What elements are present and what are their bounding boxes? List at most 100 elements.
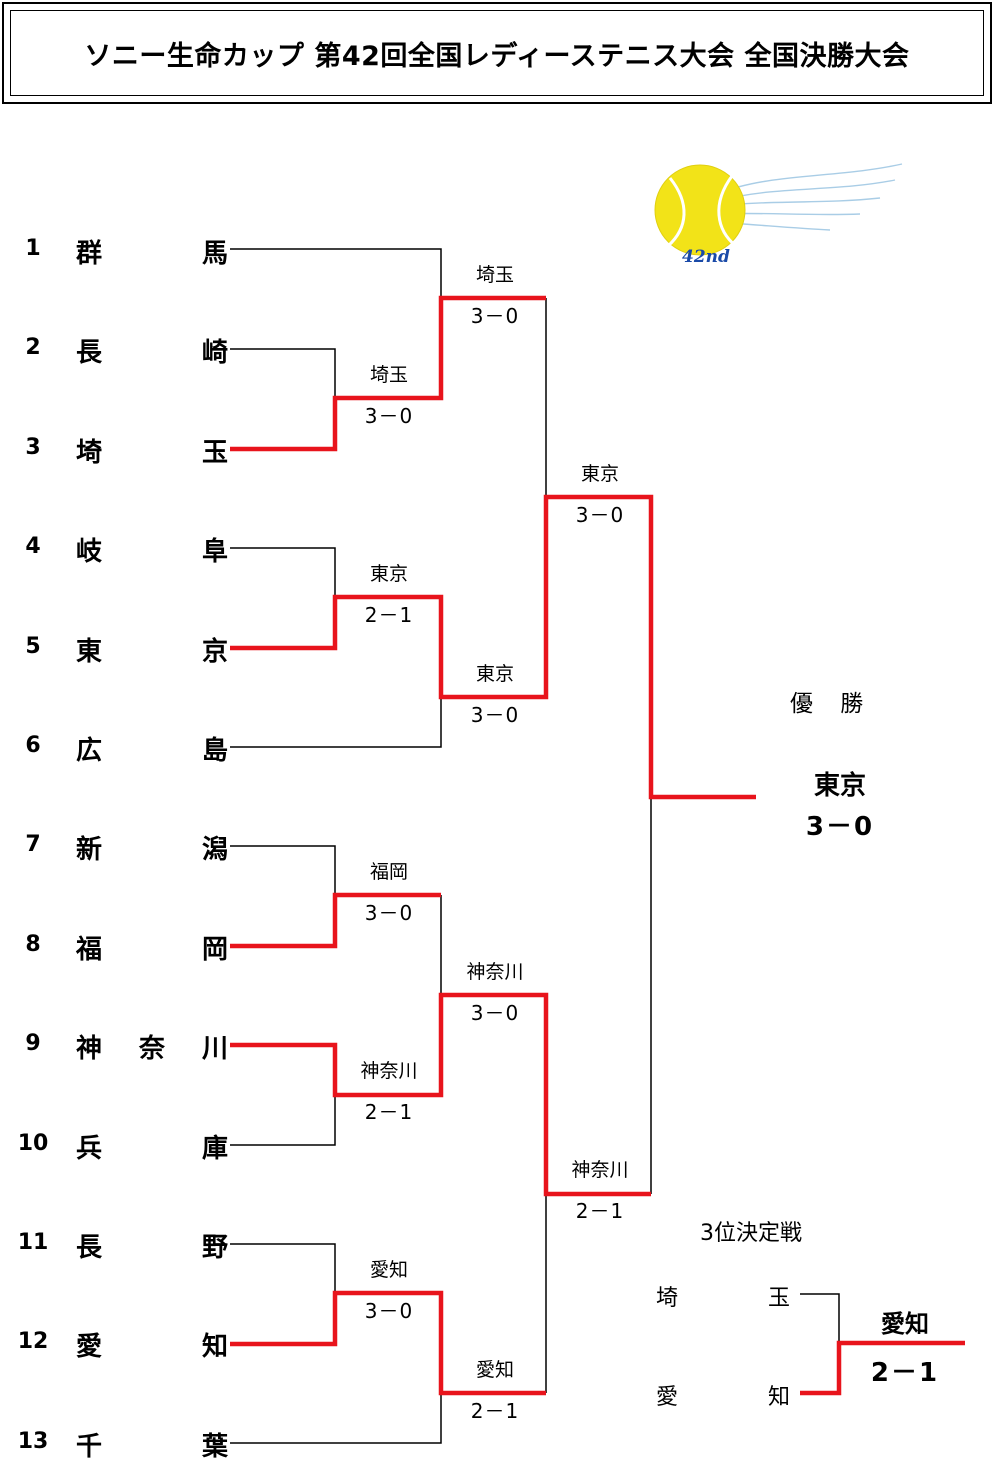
match-winner-label: 東京 — [580, 463, 619, 485]
team-number: 8 — [25, 931, 41, 957]
team-name-char: 東 — [76, 636, 103, 667]
loser-lines — [230, 248, 840, 1444]
team-number: 11 — [17, 1230, 49, 1255]
match-winner-label: 愛知 — [369, 1259, 408, 1281]
match-score: 3－0 — [364, 1299, 414, 1323]
team-number: 9 — [25, 1031, 41, 1057]
team-number: 4 — [25, 534, 41, 560]
win-third-aichi — [800, 1340, 965, 1396]
match-score: 3－0 — [470, 1001, 520, 1025]
team-name-char: 知 — [202, 1332, 229, 1363]
team-row: 6 広 島 — [10, 730, 240, 766]
team-row: 12 愛 知 — [10, 1326, 240, 1363]
line-r1-niigata — [230, 845, 336, 895]
team-name-char: 長 — [76, 338, 103, 369]
team-name-char: 長 — [76, 1233, 103, 1263]
match-winner-label: 神奈川 — [360, 1060, 418, 1082]
champion-header: 優 勝 — [790, 691, 874, 717]
match-score: 3－0 — [575, 503, 625, 527]
third-place-winner: 愛知 — [881, 1310, 929, 1338]
team-name-char: 福 — [76, 934, 103, 965]
match-winner-label: 埼玉 — [475, 264, 514, 286]
team-name-char: 愛 — [76, 1332, 103, 1363]
team-name-char: 庫 — [202, 1133, 229, 1164]
match-winner-label: 福岡 — [369, 861, 408, 883]
team-number: 6 — [25, 733, 41, 758]
win-saitama-r1 — [230, 295, 546, 452]
team-number: 13 — [17, 1428, 49, 1454]
match-score: 3－0 — [470, 703, 520, 727]
team-name-char: 野 — [202, 1233, 229, 1263]
team-name-char: 岐 — [76, 537, 103, 568]
team-number: 12 — [17, 1329, 49, 1355]
team-name-char: 潟 — [202, 835, 229, 866]
tennis-ball-logo-icon: 42nd — [654, 163, 903, 267]
match-winner-label: 埼玉 — [369, 364, 408, 386]
team-name-char: 埼 — [656, 1286, 679, 1311]
team-number: 3 — [25, 434, 41, 460]
third-place-header: 3位決定戦 — [700, 1221, 802, 1246]
team-name-char: 川 — [202, 1034, 229, 1065]
line-r1-chiba — [230, 1393, 442, 1444]
team-row: 1 群 馬 — [10, 233, 240, 269]
team-number: 2 — [25, 335, 41, 361]
match-score: 2－1 — [470, 1399, 520, 1423]
match-winner-label: 東京 — [369, 563, 408, 585]
team-name-char: 広 — [76, 736, 103, 766]
team-name-char: 埼 — [76, 437, 103, 468]
team-row: 11 長 野 — [10, 1227, 240, 1263]
team-name-char: 葉 — [202, 1431, 229, 1462]
third-place-score: 2－1 — [870, 1358, 940, 1388]
team-row: 9 神 奈 川 — [10, 1028, 240, 1065]
team-name-char: 新 — [76, 835, 103, 866]
team-row: 4 岐 阜 — [10, 531, 240, 568]
team-row: 13 千 葉 — [10, 1426, 240, 1462]
team-name-char: 神 — [76, 1034, 103, 1065]
team-number: 10 — [17, 1130, 49, 1156]
match-score: 3－0 — [364, 404, 414, 428]
champion-score: 3－0 — [805, 812, 875, 842]
ball-seam-2 — [717, 175, 737, 248]
match-score: 2－1 — [575, 1199, 625, 1223]
match-winner-label: 神奈川 — [466, 961, 524, 983]
team-name-char: 馬 — [202, 239, 229, 269]
team-name-char: 知 — [768, 1385, 791, 1410]
line-r1-hiroshima — [230, 697, 442, 748]
team-row: 8 福 岡 — [10, 929, 240, 965]
match-score: 2－1 — [364, 1100, 414, 1124]
team-name-char: 岡 — [202, 934, 229, 965]
champion-team: 東京 — [813, 771, 866, 801]
team-row: 5 東 京 — [10, 631, 240, 667]
team-name-char: 玉 — [768, 1286, 791, 1311]
line-r1-gifu — [230, 547, 336, 597]
match-winner-label: 東京 — [475, 663, 514, 685]
line-third-saitama — [800, 1293, 840, 1343]
line-r1-gunma — [230, 248, 442, 298]
line-r1-nagano — [230, 1243, 336, 1293]
team-name-char: 奈 — [139, 1034, 166, 1065]
team-number: 5 — [25, 633, 41, 659]
team-name-char: 千 — [76, 1431, 103, 1462]
team-number: 7 — [25, 832, 41, 858]
match-score: 2－1 — [364, 603, 414, 627]
team-name-char: 島 — [202, 736, 229, 766]
win-kanagawa-path — [230, 992, 651, 1197]
team-name-char: 玉 — [202, 437, 229, 468]
team-name-char: 京 — [202, 636, 229, 667]
team-row: 3 埼 玉 — [10, 432, 240, 468]
match-score: 3－0 — [364, 901, 414, 925]
team-name-char: 群 — [76, 239, 103, 269]
logo-text: 42nd — [682, 247, 730, 267]
team-name-char: 阜 — [202, 537, 229, 568]
ball-seam — [666, 177, 686, 248]
title-inner-frame — [10, 10, 984, 96]
win-fukuoka-r1 — [230, 892, 441, 949]
team-number: 1 — [25, 236, 41, 261]
winner-lines — [230, 295, 965, 1396]
win-tokyo-path — [230, 494, 756, 800]
team-name-char: 愛 — [656, 1385, 679, 1410]
team-row: 7 新 潟 — [10, 829, 240, 866]
